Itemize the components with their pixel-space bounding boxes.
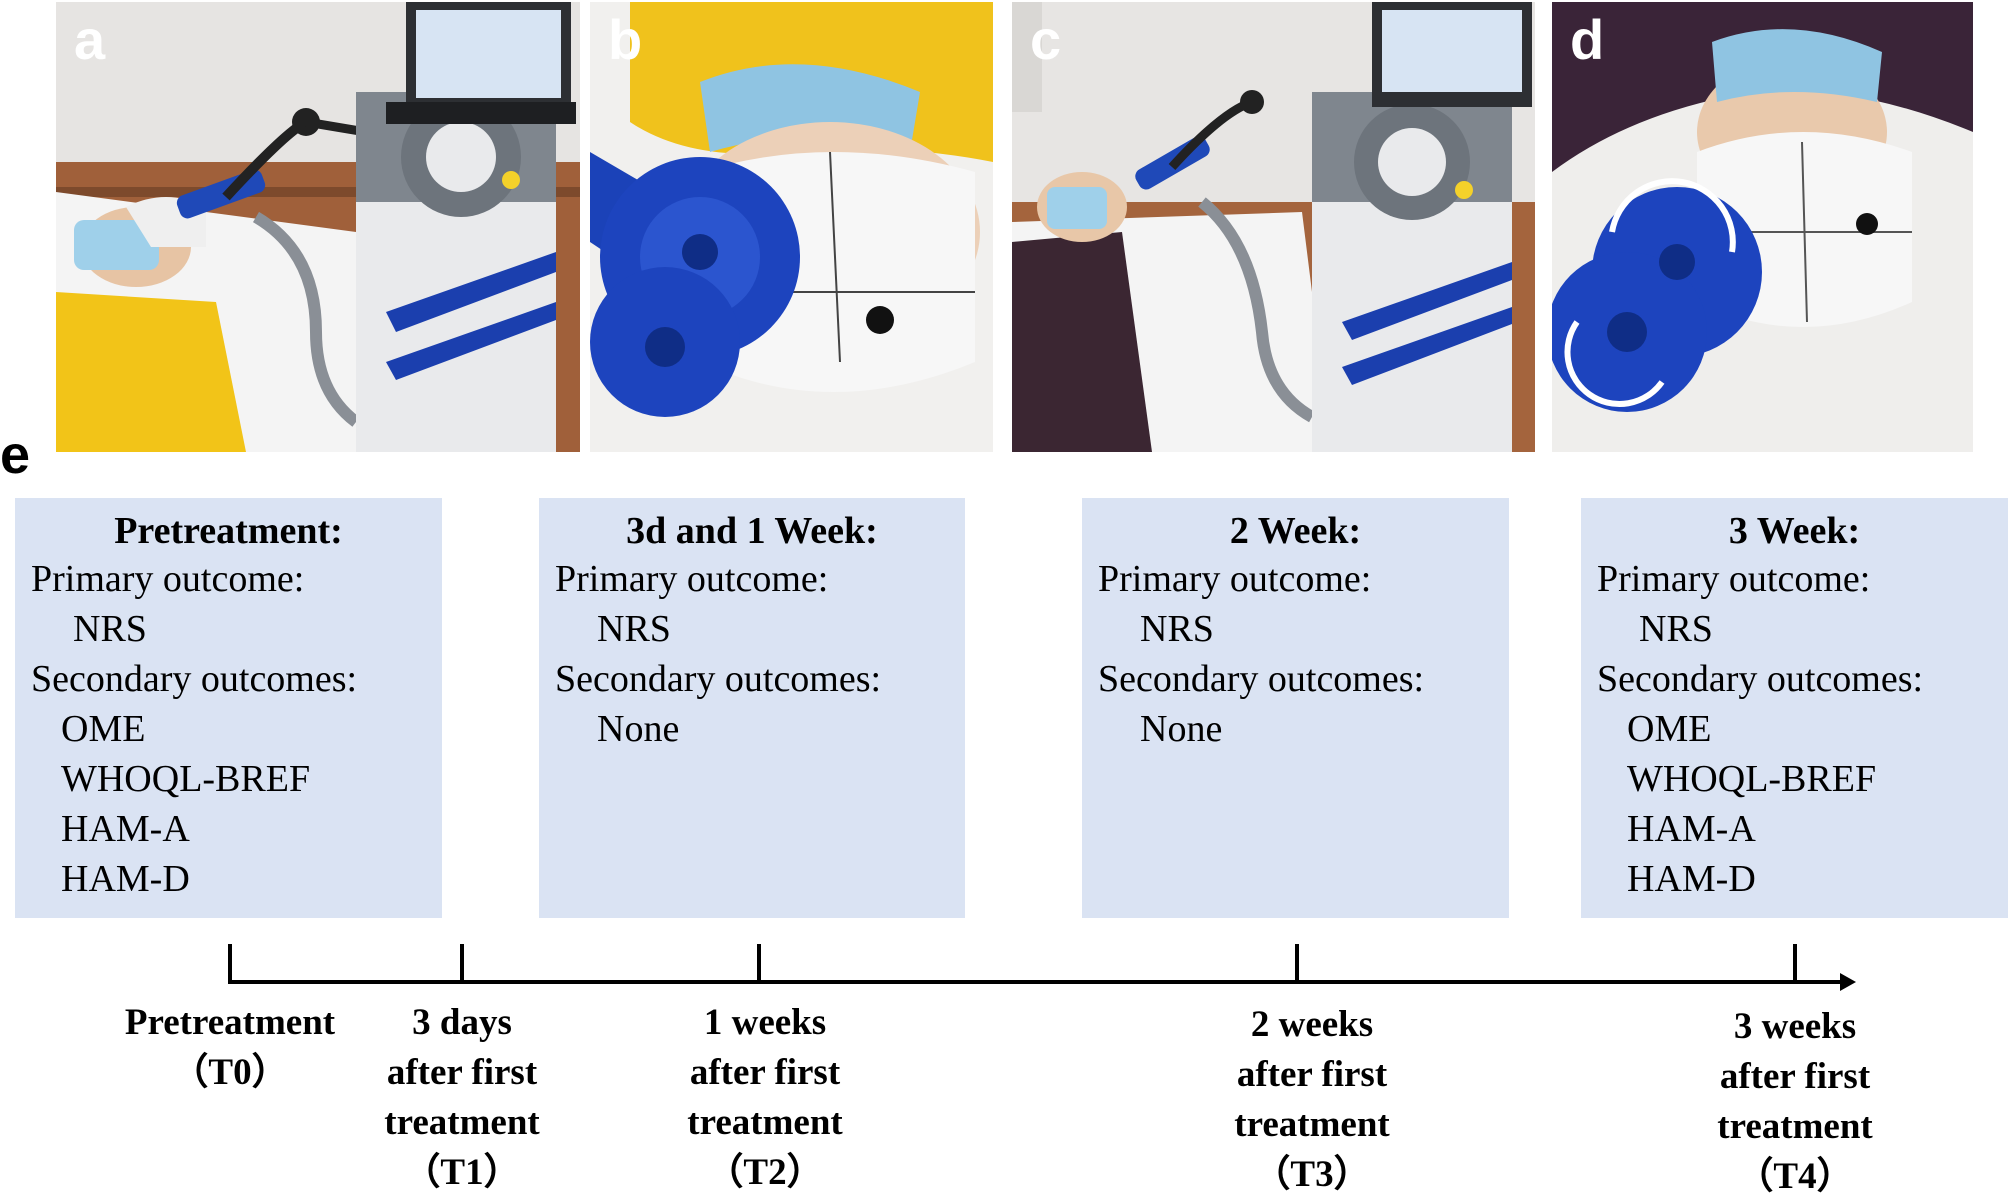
secondary-outcome-item: HAM-A: [61, 808, 190, 850]
timepoint-line: （T1）: [403, 1152, 521, 1193]
box-title: 3d and 1 Week:: [626, 510, 878, 552]
photo-panel-a: a: [56, 2, 580, 452]
timepoint-line: after first: [689, 1052, 841, 1093]
timeline-tick-t0: [228, 944, 232, 982]
outcome-box-3d-1week: 3d and 1 Week: Primary outcome: NRS Seco…: [539, 498, 965, 918]
panel-letter-e: e: [0, 425, 31, 485]
primary-outcome-label: Primary outcome:: [31, 558, 305, 600]
secondary-outcome-item: WHOQL-BREF: [61, 758, 311, 800]
outcome-box-2week: 2 Week: Primary outcome: NRS Secondary o…: [1082, 498, 1509, 918]
secondary-outcome-item: HAM-D: [1627, 858, 1756, 900]
primary-outcome-item: NRS: [1639, 608, 1713, 650]
panel-letter-d: d: [1570, 8, 1605, 71]
primary-outcome-item: NRS: [597, 608, 671, 650]
panel-letter-c: c: [1030, 8, 1062, 71]
primary-outcome-label: Primary outcome:: [1098, 558, 1372, 600]
timepoint-label-t4: 3 weeks after first treatment （T4）: [1685, 1002, 1905, 1202]
timepoint-line: treatment: [384, 1102, 540, 1143]
secondary-outcomes-label: Secondary outcomes:: [555, 658, 882, 700]
photo-panel-c: c: [1012, 2, 1535, 452]
timeline-tick-t4: [1793, 944, 1797, 982]
primary-outcome-item: NRS: [1140, 608, 1214, 650]
outcome-box-3week: 3 Week: Primary outcome: NRS Secondary o…: [1581, 498, 2008, 918]
box-title: 2 Week:: [1229, 510, 1362, 552]
primary-outcome-label: Primary outcome:: [555, 558, 829, 600]
timeline-tick-t3: [1295, 944, 1299, 982]
timepoint-line: treatment: [1234, 1104, 1390, 1145]
secondary-outcome-item: OME: [1627, 708, 1712, 750]
primary-outcome-item: NRS: [73, 608, 147, 650]
timeline-arrowhead: [1840, 973, 1856, 991]
secondary-outcomes-label: Secondary outcomes:: [1597, 658, 1924, 700]
timepoint-line: 3 days: [412, 1002, 512, 1043]
outcome-box-pretreatment: Pretreatment: Primary outcome: NRS Secon…: [15, 498, 442, 918]
secondary-outcome-item: OME: [61, 708, 146, 750]
secondary-outcome-item: HAM-A: [1627, 808, 1756, 850]
box-title: 3 Week:: [1728, 510, 1861, 552]
timepoint-line: （T2）: [706, 1152, 824, 1193]
box-title: Pretreatment:: [114, 510, 343, 552]
timeline-tick-t1: [460, 944, 464, 982]
photo-panel-d: d: [1552, 2, 1973, 452]
tms-setup-photo-a: [56, 2, 580, 452]
coil-closeup-photo-d: [1552, 2, 1973, 452]
timepoint-line: （T4）: [1736, 1156, 1854, 1197]
timepoint-label-t1: 3 days after first treatment （T1）: [352, 998, 572, 1198]
panel-letter-b: b: [608, 8, 643, 71]
secondary-outcomes-label: Secondary outcomes:: [31, 658, 358, 700]
secondary-outcome-item: WHOQL-BREF: [1627, 758, 1877, 800]
timeline-axis: [228, 980, 1845, 984]
tms-setup-photo-c: [1012, 2, 1535, 452]
panel-letter-a: a: [74, 8, 106, 71]
timepoint-line: 1 weeks: [703, 1002, 827, 1043]
coil-closeup-photo-b: [590, 2, 993, 452]
primary-outcome-label: Primary outcome:: [1597, 558, 1871, 600]
photo-panel-b: b: [590, 2, 993, 452]
timepoint-line: 2 weeks: [1250, 1004, 1374, 1045]
secondary-outcome-item: None: [597, 708, 680, 750]
timepoint-line: after first: [1719, 1056, 1871, 1097]
timepoint-line: 3 weeks: [1733, 1006, 1857, 1047]
timepoint-line: treatment: [1717, 1106, 1873, 1147]
secondary-outcome-item: None: [1140, 708, 1223, 750]
timepoint-line: （T0）: [171, 1052, 289, 1093]
timepoint-label-t0: Pretreatment （T0）: [100, 998, 360, 1098]
timeline-tick-t2: [757, 944, 761, 982]
timepoint-line: （T3）: [1253, 1154, 1371, 1195]
secondary-outcome-item: HAM-D: [61, 858, 190, 900]
timepoint-label-t3: 2 weeks after first treatment （T3）: [1202, 1000, 1422, 1200]
timepoint-line: after first: [386, 1052, 538, 1093]
timepoint-line: after first: [1236, 1054, 1388, 1095]
timepoint-line: treatment: [687, 1102, 843, 1143]
timepoint-label-t2: 1 weeks after first treatment （T2）: [655, 998, 875, 1198]
secondary-outcomes-label: Secondary outcomes:: [1098, 658, 1425, 700]
timepoint-line: Pretreatment: [124, 1002, 336, 1043]
